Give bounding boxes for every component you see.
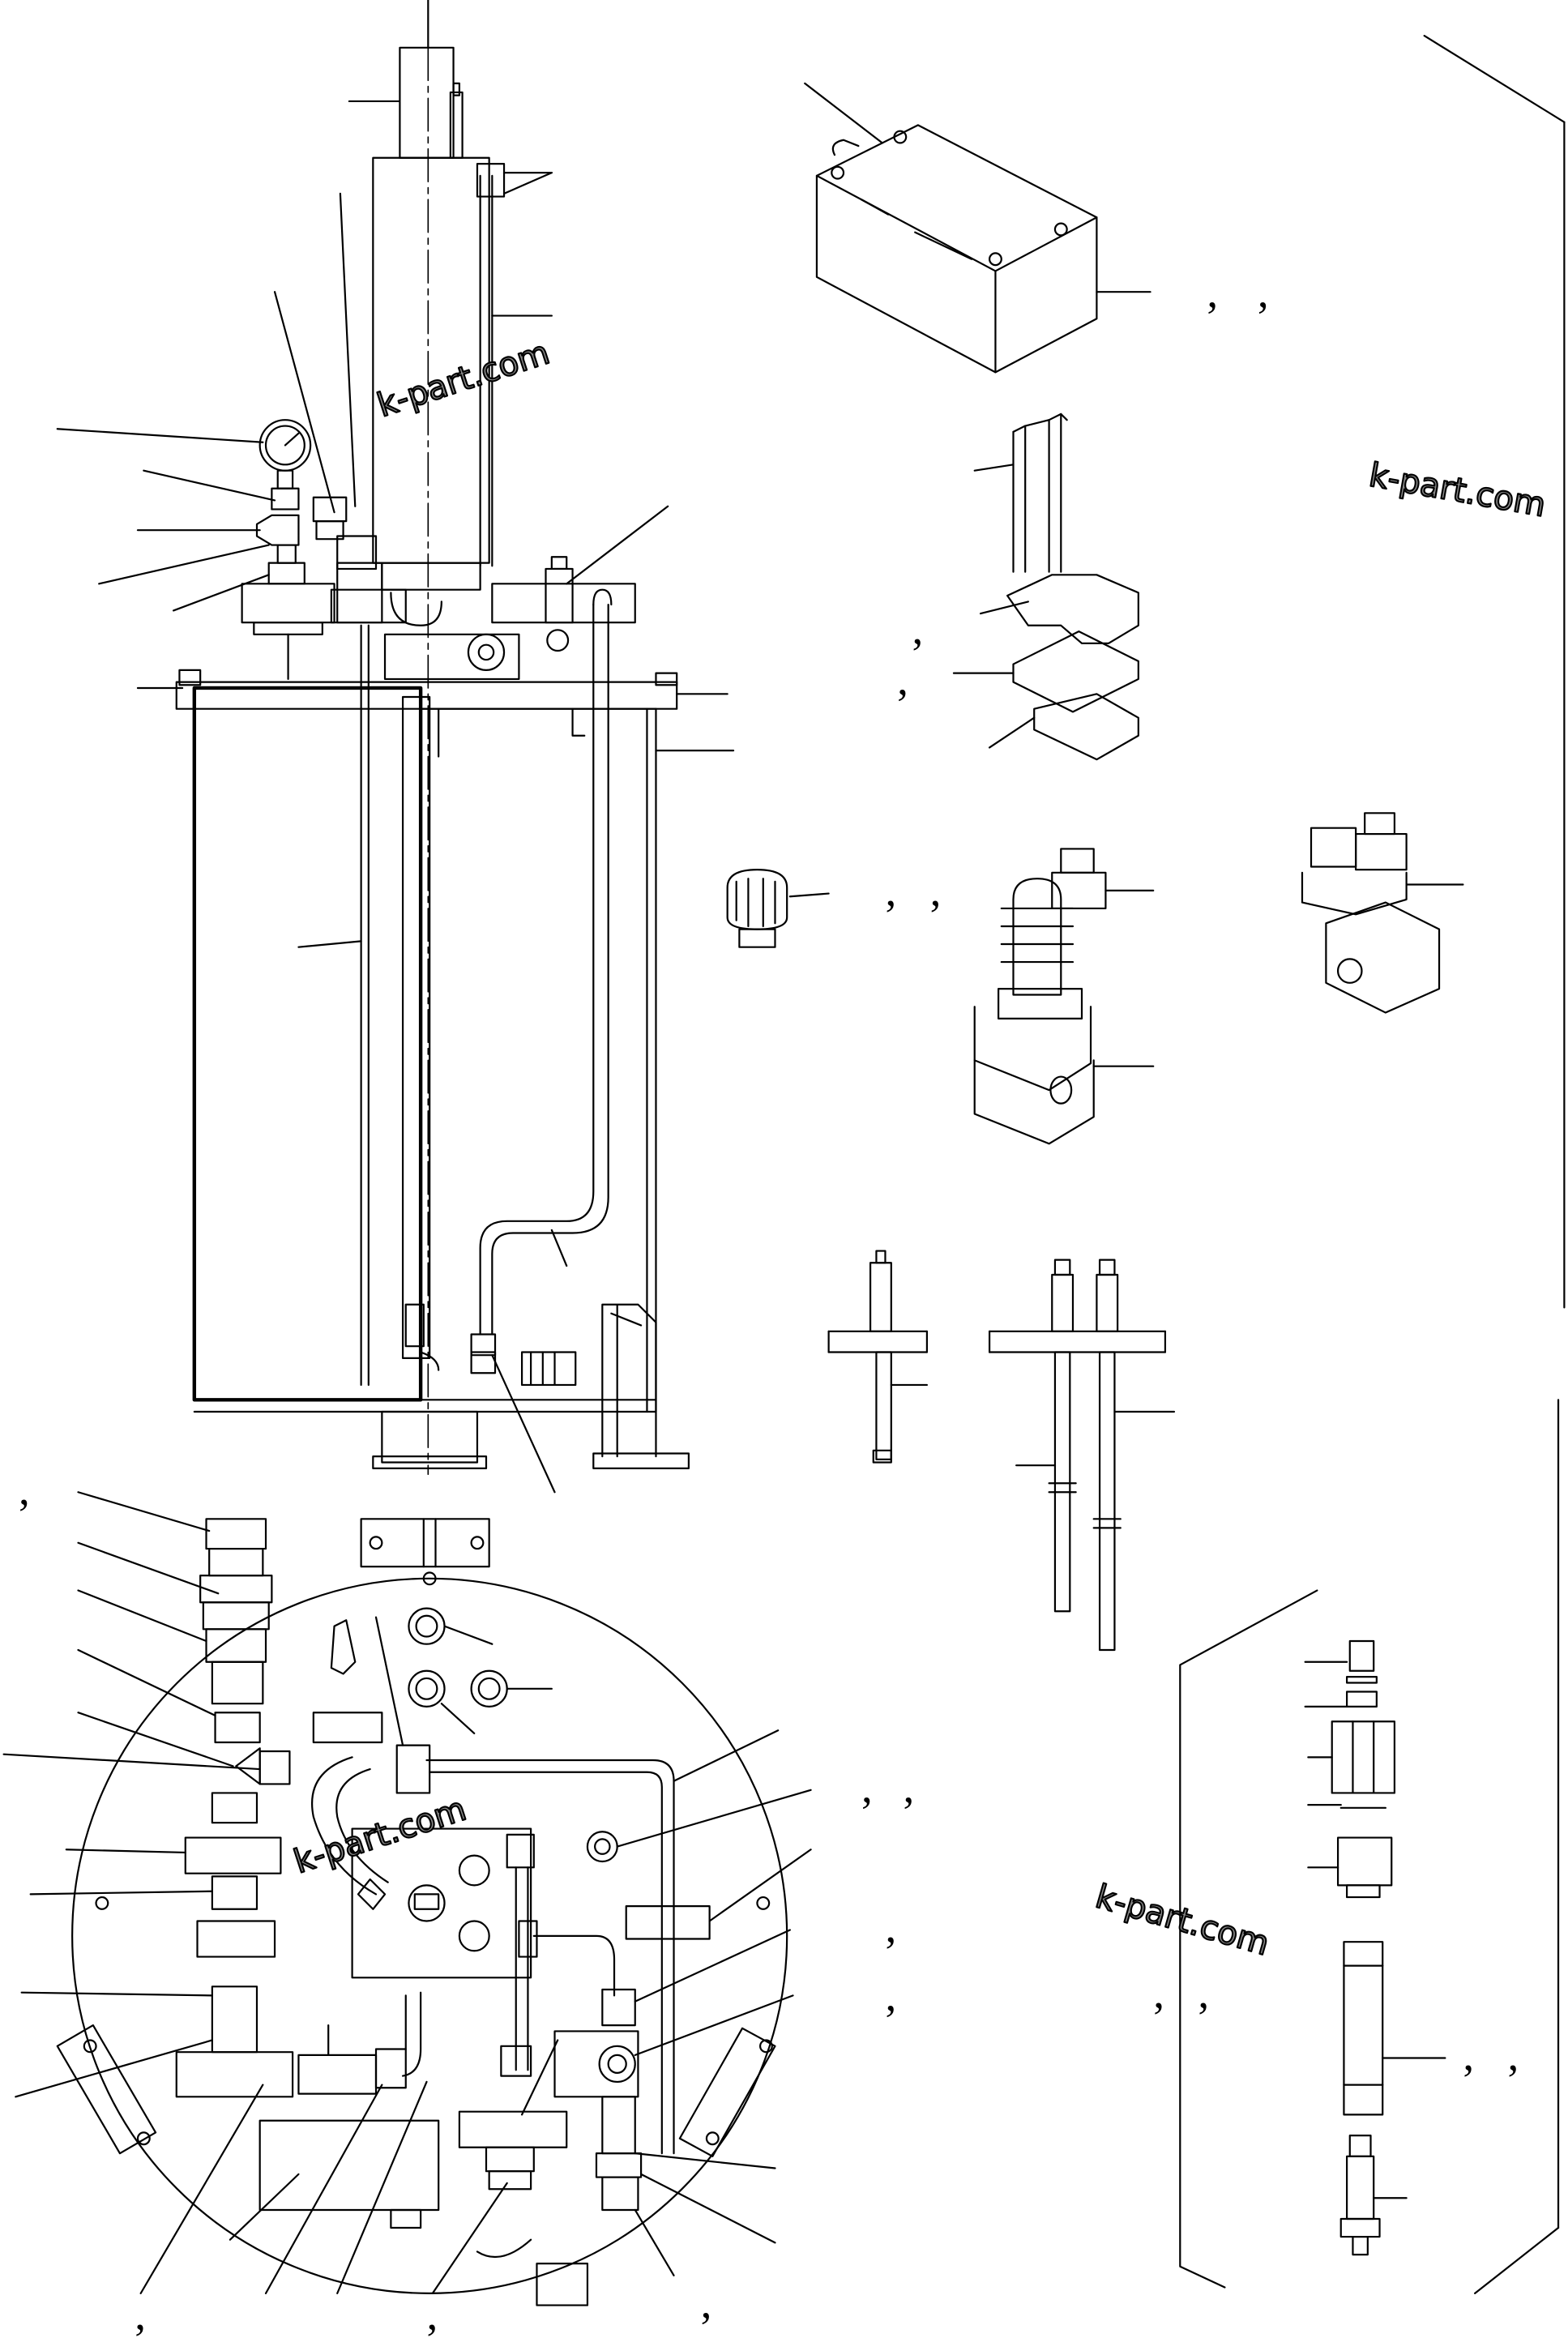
separator-mark: , — [701, 2277, 712, 2327]
tank-top-view — [2, 1491, 812, 2306]
separator-mark: , — [904, 1762, 915, 1811]
separator-mark: , — [1153, 1968, 1164, 2017]
separator-mark: , — [1258, 267, 1269, 317]
separator-mark: , — [135, 2289, 146, 2338]
separator-mark: , — [1508, 2030, 1519, 2079]
solenoid-valve-small — [1301, 812, 1464, 1014]
breather-cap — [726, 869, 830, 948]
separator-mark: , — [930, 866, 942, 915]
separator-mark: , — [426, 2289, 438, 2338]
fitting-exploded — [1179, 34, 1566, 2294]
tank-assembly — [56, 0, 735, 1494]
separator-mark: , — [1463, 2030, 1474, 2079]
separator-mark: , — [885, 866, 896, 915]
terminal-blocks — [952, 412, 1139, 761]
watermark: k-part.com — [289, 1789, 471, 1882]
level-sensors — [827, 1250, 1176, 1652]
separator-mark: , — [19, 1464, 30, 1514]
solenoid-valve — [973, 848, 1155, 1145]
watermark: k-part.com — [1092, 1877, 1274, 1964]
separator-mark: , — [912, 604, 924, 653]
separator-mark: , — [885, 1971, 896, 2020]
electrical-box — [804, 82, 1151, 374]
watermark: k-part.com — [1366, 455, 1549, 524]
separator-mark: , — [1198, 1968, 1209, 2017]
separator-mark: , — [885, 1902, 896, 1951]
separator-mark: , — [861, 1762, 873, 1811]
watermark: k-part.com — [373, 332, 554, 425]
separator-mark: , — [897, 654, 908, 703]
separator-mark: , — [1207, 267, 1218, 317]
